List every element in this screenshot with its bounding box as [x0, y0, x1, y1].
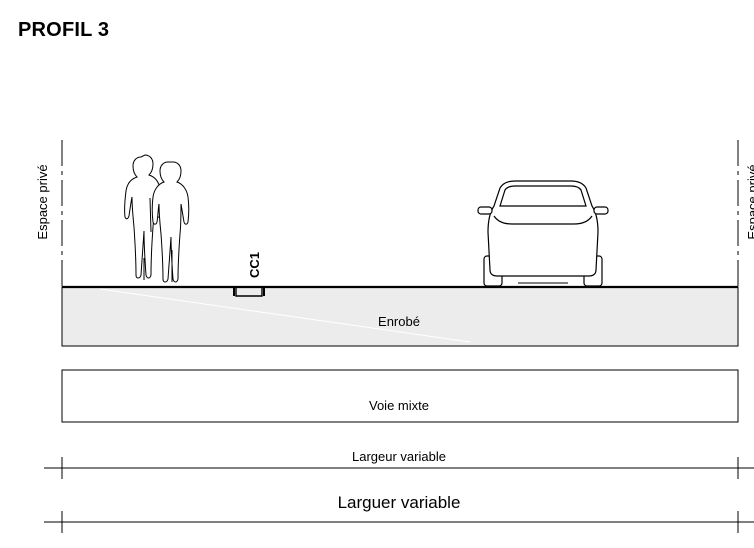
pavement-layer	[61, 286, 739, 347]
surface-label: Enrobé	[378, 314, 420, 329]
lane-box	[61, 369, 739, 423]
dimension-label-lower: Larguer variable	[338, 493, 461, 512]
lane-label: Voie mixte	[369, 398, 429, 413]
left-private-space-label: Espace privé	[35, 164, 50, 239]
right-private-space-label: Espace privé	[745, 164, 754, 239]
dimension-label-upper: Largeur variable	[352, 449, 446, 464]
curb-label: CC1	[247, 252, 262, 278]
curb-marker	[233, 287, 265, 297]
pedestrians-icon	[124, 154, 190, 283]
pavement-slope-line	[99, 288, 471, 343]
car-icon	[477, 180, 609, 287]
page-title: PROFIL 3	[18, 19, 110, 41]
